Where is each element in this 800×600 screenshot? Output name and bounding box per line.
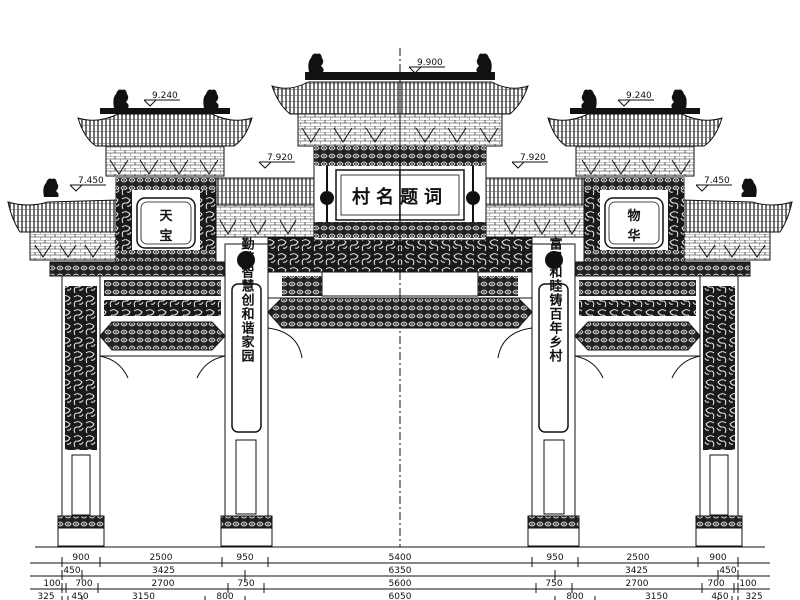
central-plaque: 村名题词 xyxy=(352,186,448,208)
dimension-lines: 900 2500 950 5400 950 2500 900 450 3425 6350 3425 4… xyxy=(30,553,770,600)
outer-pillar xyxy=(57,275,105,547)
elevation-label: 9.900 xyxy=(417,58,443,68)
dimension-value: 100 xyxy=(43,579,60,589)
dimension-value: 450 xyxy=(71,592,88,600)
dimension-value: 3150 xyxy=(645,592,668,600)
right-plaque-bottom: 华 xyxy=(627,228,640,244)
upper-roof xyxy=(77,89,253,177)
dimension-value: 900 xyxy=(709,553,726,563)
dimension-value: 2700 xyxy=(626,579,649,589)
dimension-value: 2500 xyxy=(627,553,650,563)
elevation-label: 7.920 xyxy=(267,153,293,163)
right-half-structure xyxy=(400,54,792,547)
elevation-label: 7.450 xyxy=(704,176,730,186)
middle-roof xyxy=(215,177,319,238)
dimension-value: 950 xyxy=(546,553,563,563)
dimension-value: 800 xyxy=(566,592,583,600)
central-plaque-text: 村名题词 xyxy=(352,186,448,208)
dimension-value: 5600 xyxy=(389,579,412,589)
central-roof-half xyxy=(271,53,401,241)
dimension-value: 325 xyxy=(37,592,54,600)
left-half-structure xyxy=(7,53,401,547)
dimension-value: 100 xyxy=(739,579,756,589)
dimension-value: 3425 xyxy=(152,566,175,576)
dimension-value: 800 xyxy=(216,592,233,600)
dimension-value: 5400 xyxy=(389,553,412,563)
side-panel xyxy=(115,177,217,263)
dimension-value: 700 xyxy=(707,579,724,589)
dimension-value: 2500 xyxy=(150,553,173,563)
outer-roof xyxy=(7,178,119,261)
dimension-value: 3425 xyxy=(625,566,648,576)
dimension-value: 950 xyxy=(236,553,253,563)
side-frieze xyxy=(99,275,226,379)
dimension-value: 750 xyxy=(237,579,254,589)
right-couplet: 富强和睦铸百年乡村 xyxy=(547,236,563,363)
dimension-value: 6350 xyxy=(389,566,412,576)
left-plaque-top: 天 xyxy=(159,209,173,224)
dimension-value: 750 xyxy=(545,579,562,589)
inner-pillar xyxy=(220,243,273,547)
dimension-value: 900 xyxy=(72,553,89,563)
dimension-value: 700 xyxy=(75,579,92,589)
right-plaque-top: 物 xyxy=(627,208,640,224)
central-beam-half xyxy=(267,237,401,359)
dimension-value: 325 xyxy=(745,592,762,600)
elevation-label: 9.240 xyxy=(152,91,178,101)
dimension-value: 3150 xyxy=(132,592,155,600)
elevation-markers: 9.900 9.240 9.240 7.920 7.920 7.450 7.450 xyxy=(69,58,732,192)
elevation-label: 7.920 xyxy=(520,153,546,163)
dimension-value: 2700 xyxy=(152,579,175,589)
dimension-value: 450 xyxy=(719,566,736,576)
elevation-label: 9.240 xyxy=(626,91,652,101)
elevation-label: 7.450 xyxy=(78,176,104,186)
left-plaque-bottom: 宝 xyxy=(159,228,172,244)
dimension-value: 6050 xyxy=(389,592,412,600)
dimension-value: 450 xyxy=(63,566,80,576)
left-couplet: 勤劳智慧创和谐家园 xyxy=(239,236,256,363)
dimension-value: 450 xyxy=(711,592,728,600)
